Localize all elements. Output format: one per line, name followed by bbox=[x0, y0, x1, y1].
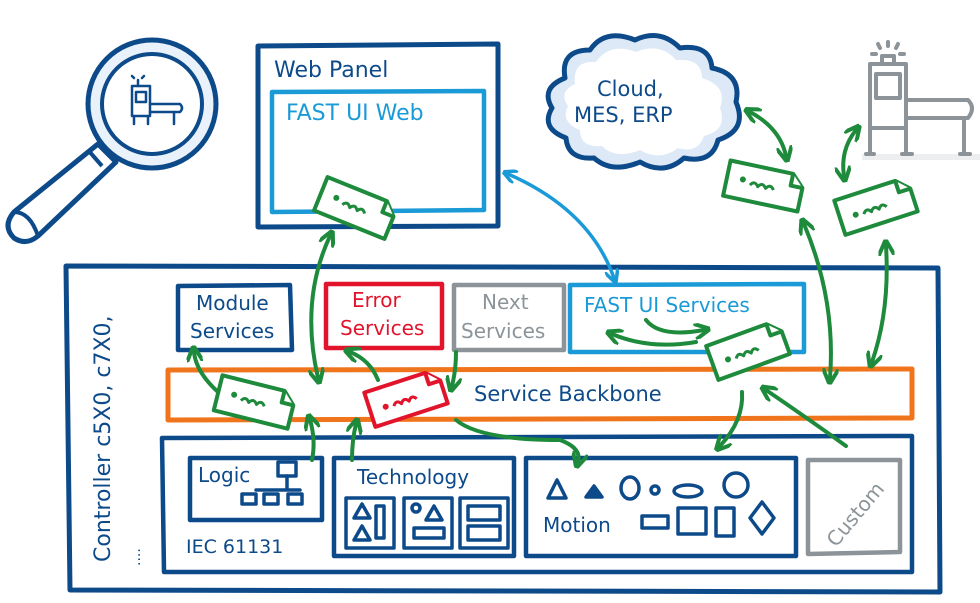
message-envelope-icon bbox=[832, 175, 920, 237]
next-services-line2: Services bbox=[461, 319, 545, 343]
web-to-fast-ui-arrow bbox=[508, 174, 614, 278]
fast-ui-services-label: FAST UI Services bbox=[584, 293, 750, 317]
motion-box: Motion bbox=[523, 455, 799, 559]
service-backbone: Service Backbone bbox=[165, 366, 915, 423]
logic-label: Logic bbox=[198, 463, 250, 487]
controller-ellipsis: .... bbox=[128, 548, 144, 566]
runtime-container bbox=[159, 433, 915, 575]
module-services-line2: Services bbox=[190, 319, 274, 343]
module-services-line1: Module bbox=[196, 291, 269, 315]
controller-label: Controller c5X0, c7X0, bbox=[91, 315, 116, 562]
web-panel-label: Web Panel bbox=[274, 58, 388, 83]
error-services-line1: Error bbox=[352, 288, 402, 312]
message-envelope-icon bbox=[211, 373, 299, 431]
magnifier-machine-icon bbox=[5, 37, 219, 244]
message-flow-arrows bbox=[194, 112, 887, 462]
controller-box: Controller c5X0, c7X0, .... bbox=[63, 263, 943, 595]
error-services-box: Error Services bbox=[323, 281, 445, 351]
iec-61131-label: IEC 61131 bbox=[186, 536, 283, 558]
logic-box: Logic IEC 61131 bbox=[186, 455, 325, 558]
technology-tile-icons bbox=[344, 496, 510, 550]
fast-ui-web-box: FAST UI Web bbox=[269, 88, 487, 215]
error-services-line2: Services bbox=[340, 316, 424, 340]
technology-box: Technology bbox=[331, 455, 517, 559]
web-panel: Web Panel FAST UI Web bbox=[255, 41, 501, 230]
error-message-envelope-icon bbox=[362, 367, 450, 429]
fast-ui-web-label: FAST UI Web bbox=[286, 101, 424, 126]
cloud-line1: Cloud, bbox=[597, 77, 664, 101]
machine-icon bbox=[862, 40, 980, 160]
custom-label: Custom bbox=[821, 477, 889, 551]
message-envelope-icon bbox=[721, 158, 807, 214]
cloud: Cloud, MES, ERP bbox=[545, 33, 742, 171]
module-services-box: Module Services bbox=[175, 282, 295, 353]
network-hierarchy-icon bbox=[240, 460, 304, 506]
service-backbone-label: Service Backbone bbox=[474, 382, 662, 406]
next-services-box: Next Services bbox=[451, 282, 567, 353]
motion-shapes-icons bbox=[546, 471, 776, 538]
message-envelope-icon bbox=[312, 175, 400, 241]
cloud-line2: MES, ERP bbox=[574, 103, 673, 127]
technology-label: Technology bbox=[356, 465, 469, 489]
next-services-line1: Next bbox=[482, 290, 529, 314]
custom-box: Custom bbox=[805, 457, 903, 557]
message-envelope-icon bbox=[704, 318, 792, 382]
motion-label: Motion bbox=[543, 513, 611, 537]
